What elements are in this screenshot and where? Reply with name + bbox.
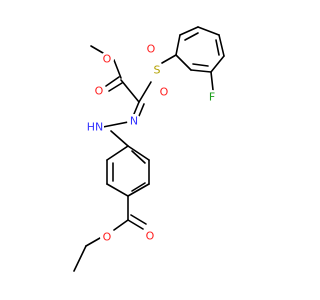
bond-fring-1 (175, 34, 181, 56)
bond-bring-4 (127, 183, 150, 197)
svg-text:O: O (147, 43, 156, 56)
svg-text:S: S (154, 64, 161, 77)
bond-s-aryl (161, 54, 177, 64)
bond-carbonyl-dbl-b (130, 214, 147, 225)
bond-fring-inner-2 (215, 39, 220, 56)
bond-fring-inner-3 (192, 63, 209, 67)
svg-text:HN: HN (87, 121, 104, 134)
atom-o-methoxy: O (100, 52, 114, 66)
svg-text:O: O (103, 53, 112, 66)
atom-o-sulfonyl-bottom: O (157, 85, 171, 99)
bond-bring-6 (127, 145, 150, 161)
atom-n-amine: HN (86, 121, 104, 134)
svg-text:O: O (103, 231, 112, 244)
bond-fring-2 (179, 26, 199, 36)
bond-ester-c-dbl-o-b (108, 82, 123, 92)
molecule-structure: O O S O O F N HN O O (73, 26, 225, 272)
bond-ester-c-o (113, 59, 122, 79)
atom-o-ethoxy: O (100, 230, 114, 244)
bond-bring-3 (106, 183, 129, 197)
bond-c-f (210, 71, 214, 91)
bond-c-alpha (120, 79, 140, 103)
bond-methyl (90, 45, 104, 54)
atom-f-fluoro: F (205, 90, 219, 104)
atom-o-sulfonyl-top: O (144, 42, 158, 56)
bond-bring-inner-2 (131, 182, 146, 192)
atom-n-imine: N (127, 114, 141, 128)
bond-n-n (102, 121, 129, 128)
svg-text:F: F (209, 91, 215, 104)
svg-text:O: O (95, 85, 104, 98)
bond-carbonyl-dbl-a (127, 219, 144, 230)
bond-c-n-double-a (133, 101, 140, 115)
bond-fring-3 (197, 26, 220, 36)
bond-carbonyl-o (113, 219, 129, 231)
svg-text:N: N (130, 115, 138, 128)
bond-fring-5 (210, 55, 225, 73)
bond-fring-inner-1 (184, 32, 199, 41)
atom-o-ethyl-carbonyl: O (143, 229, 157, 243)
bond-bring-inner-3 (131, 150, 146, 164)
bond-ch2-ch3 (73, 245, 87, 272)
bond-c-s (138, 81, 152, 103)
bond-fring-7 (175, 54, 192, 71)
svg-text:O: O (160, 86, 169, 99)
atom-o-ester-carbonyl: O (92, 84, 106, 98)
bond-ester-c-dbl-o-a (105, 76, 120, 87)
bond-bring-1 (106, 145, 129, 161)
bond-fring-6 (190, 69, 212, 73)
svg-text:O: O (146, 230, 155, 243)
bond-n-ring (110, 130, 129, 147)
bond-o-ch2 (85, 237, 101, 247)
atom-s-sulfonyl: S (150, 63, 164, 77)
bond-fring-4 (218, 34, 225, 57)
bond-c-n-double-b (138, 103, 145, 117)
